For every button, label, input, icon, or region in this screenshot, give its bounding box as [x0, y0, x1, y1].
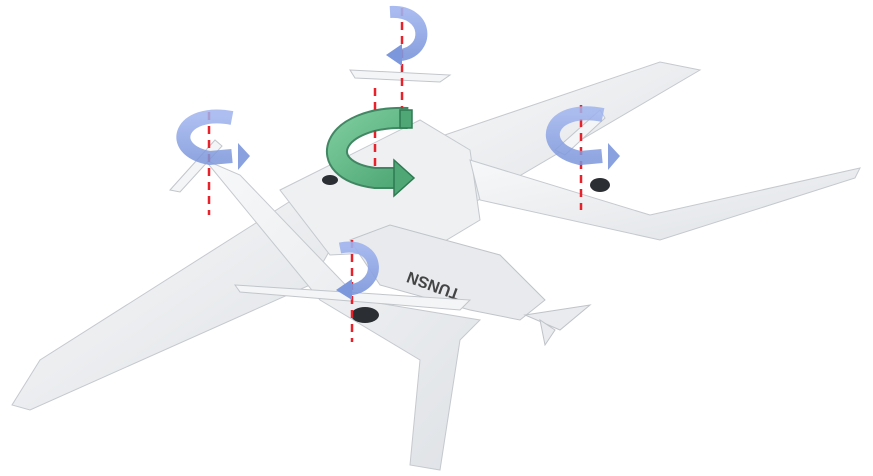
- pusher-propeller: [523, 304, 592, 347]
- drone-body: TUNSN: [11, 61, 861, 471]
- rotation-axes: [207, 8, 583, 342]
- rotor-right-rotation-arrow: [545, 106, 620, 170]
- motor-pods: [322, 175, 610, 323]
- right-tail-boom: [469, 159, 861, 241]
- rotor-front-rotation-arrow: [336, 241, 379, 300]
- yaw-rotation-arrow: [326, 106, 416, 198]
- left-tail-boom: [204, 159, 482, 471]
- fuselage: [349, 224, 546, 321]
- rotor-rear-rotation-arrow: [386, 6, 428, 66]
- rotor-left-rotation-arrow: [176, 109, 250, 170]
